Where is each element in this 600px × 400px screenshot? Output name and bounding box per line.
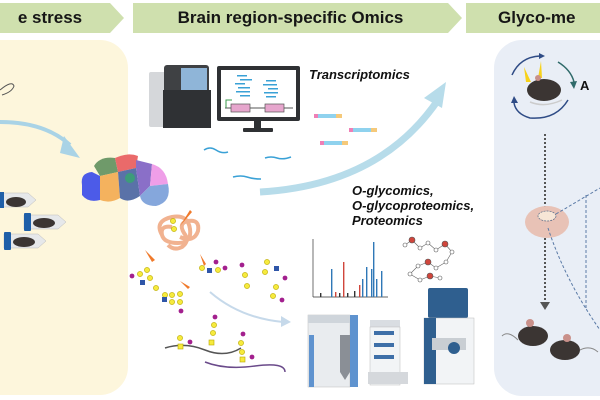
network-node <box>443 259 449 265</box>
brain-section-icon <box>525 206 569 238</box>
network-node <box>426 272 434 280</box>
network-node <box>437 275 443 281</box>
network-node <box>449 249 455 255</box>
mass-spectrometer-icon <box>423 288 475 385</box>
flow-arrowhead <box>60 136 80 158</box>
proteomics-label: Proteomics <box>352 213 423 228</box>
network-node <box>402 242 408 248</box>
restrained-mouse-tube <box>3 232 47 250</box>
section-banner-stress: e stress <box>0 3 110 33</box>
glycomics-label: O-glycomics, O-glycoproteomics, Proteomi… <box>352 183 474 228</box>
transcriptomics-label: Transcriptomics <box>309 67 410 82</box>
network-node <box>417 277 423 283</box>
section-title-stress: e stress <box>17 8 83 27</box>
network-node <box>433 265 439 271</box>
stress-cycle-icon <box>511 53 577 119</box>
network-node <box>408 236 416 244</box>
spectrum-peak <box>320 293 322 297</box>
network-node <box>425 240 431 246</box>
flow-arrow-to-brain <box>0 120 72 147</box>
network-node <box>407 271 413 277</box>
o-glycoproteomics-label: O-glycoproteomics, <box>352 198 475 213</box>
network-node <box>417 245 423 251</box>
section-title-omics: Brain region-specific Omics <box>177 8 404 27</box>
spectrum-peak <box>366 267 368 297</box>
section-banner-omics: Brain region-specific Omics <box>133 3 448 33</box>
spectrum-peak <box>373 242 375 297</box>
spectrum-peak <box>354 291 356 297</box>
restrained-mouse-tube <box>23 213 67 231</box>
released-glycans-icon <box>239 259 288 303</box>
network-node <box>441 240 449 248</box>
spectrum-peak <box>343 262 345 297</box>
spectrum-peak <box>347 293 349 297</box>
omics-flow-arrowhead <box>424 82 446 108</box>
mouse-icon <box>527 75 563 106</box>
monitor-icon <box>217 66 300 132</box>
brain-regions-icon <box>81 154 169 206</box>
glycoprotein-icon <box>129 210 228 314</box>
section-title-glyco: Glyco-me <box>498 8 576 27</box>
network-node <box>433 247 439 253</box>
network-node <box>424 258 432 266</box>
mouse-icon <box>501 319 548 346</box>
mouse-icon <box>550 334 599 360</box>
protein-network-icon <box>402 236 455 283</box>
glycan-release-arrow <box>209 291 284 323</box>
sequencer-instrument-icon <box>149 65 211 128</box>
stress-panel <box>0 40 128 395</box>
network-node <box>415 263 421 269</box>
spectrum-peak <box>381 271 383 297</box>
cdna-fragments-icon <box>314 114 377 145</box>
glycopeptides-icon <box>164 314 286 373</box>
o-glycomics-label: O-glycomics, <box>352 183 434 198</box>
section-banner-glyco: Glyco-me <box>466 3 600 33</box>
spectrum-peak <box>359 285 361 297</box>
spectrum-peak <box>339 293 341 297</box>
rna-strands-icon <box>203 147 292 180</box>
restrained-mouse-tube <box>0 192 37 208</box>
mass-spectrum-plot <box>312 239 388 298</box>
squiggle-line <box>0 83 15 96</box>
partial-text: A <box>580 78 590 93</box>
spectrum-peak <box>335 292 337 297</box>
lc-ms-instrument-icon <box>307 314 408 388</box>
spectrum-peak <box>376 279 378 297</box>
spectrum-peak <box>371 269 373 297</box>
spectrum-peak <box>331 269 333 297</box>
spectrum-peak <box>362 279 364 297</box>
omics-flow-arrow <box>259 98 441 196</box>
